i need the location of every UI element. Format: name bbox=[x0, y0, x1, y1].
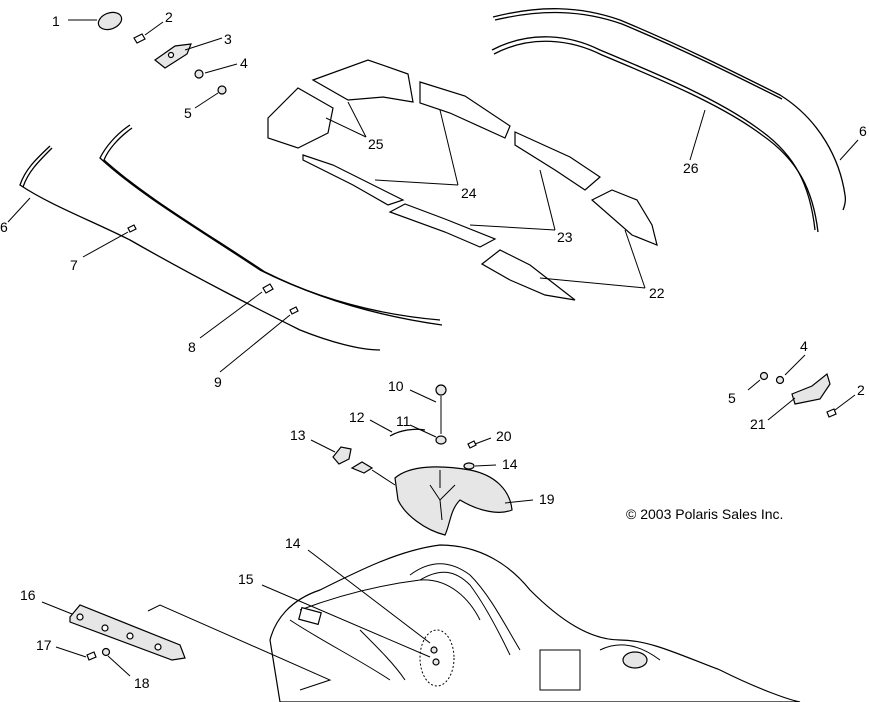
callout-26: 26 bbox=[683, 160, 699, 176]
callout-13: 13 bbox=[290, 427, 306, 443]
callout-12: 12 bbox=[349, 409, 365, 425]
trim-strip-left-outer bbox=[19, 145, 381, 351]
washer-18 bbox=[101, 647, 111, 657]
grommet-11 bbox=[435, 435, 447, 445]
callout-2: 2 bbox=[165, 9, 173, 25]
callout-6-right: 6 bbox=[859, 123, 867, 139]
nut-10 bbox=[435, 384, 447, 396]
latch-13 bbox=[332, 446, 374, 474]
callout-6-left: 6 bbox=[0, 219, 8, 235]
callout-3: 3 bbox=[224, 31, 232, 47]
callout-7: 7 bbox=[70, 257, 78, 273]
decal-panels bbox=[267, 59, 658, 301]
callout-11: 11 bbox=[396, 413, 411, 429]
callout-25: 25 bbox=[368, 136, 384, 152]
callout-9: 9 bbox=[214, 374, 222, 390]
screw-8 bbox=[262, 283, 274, 294]
screw-7 bbox=[127, 224, 137, 233]
callout-17: 17 bbox=[36, 637, 52, 653]
callout-20: 20 bbox=[496, 428, 512, 444]
washer-part bbox=[217, 85, 227, 95]
callout-15: 15 bbox=[238, 571, 254, 587]
trim-strip-right-inner bbox=[491, 36, 819, 233]
callout-24: 24 bbox=[461, 185, 477, 201]
nut-part bbox=[194, 69, 204, 79]
callout-4: 4 bbox=[240, 55, 248, 71]
washer-14 bbox=[463, 462, 475, 470]
callout-23: 23 bbox=[557, 229, 573, 245]
screw-right bbox=[826, 408, 837, 418]
hose-12 bbox=[389, 428, 426, 437]
callout-5-right: 5 bbox=[728, 390, 736, 406]
callout-8: 8 bbox=[188, 339, 196, 355]
callout-4-right: 4 bbox=[800, 338, 808, 354]
leader-lines bbox=[7, 19, 859, 691]
callout-10: 10 bbox=[388, 378, 404, 394]
copyright-notice: © 2003 Polaris Sales Inc. bbox=[626, 506, 783, 522]
callout-22: 22 bbox=[649, 285, 665, 301]
callout-14-top: 14 bbox=[502, 456, 518, 472]
callout-16: 16 bbox=[20, 587, 36, 603]
trim-strip-left-inner bbox=[99, 124, 443, 326]
bracket-21 bbox=[791, 372, 831, 405]
callout-21: 21 bbox=[750, 416, 766, 432]
screw-20 bbox=[467, 440, 477, 449]
callout-18: 18 bbox=[134, 675, 150, 691]
callout-labels: 1 2 3 4 5 6 6 7 8 9 10 11 12 13 14 14 15… bbox=[0, 9, 867, 691]
callout-1: 1 bbox=[52, 13, 60, 29]
bracket-part bbox=[153, 43, 192, 69]
nut-15 bbox=[432, 658, 440, 666]
rail-16 bbox=[69, 604, 186, 661]
washer-14b bbox=[430, 646, 438, 654]
nut-right bbox=[775, 375, 785, 385]
grab-handle-19 bbox=[394, 466, 513, 536]
detail-circle bbox=[419, 629, 455, 687]
washer-right bbox=[759, 371, 769, 381]
screw-part bbox=[133, 33, 146, 44]
callout-2-right: 2 bbox=[857, 382, 865, 398]
callout-14-bottom: 14 bbox=[285, 535, 301, 551]
callout-5: 5 bbox=[184, 105, 192, 121]
screw-17 bbox=[86, 651, 97, 661]
screw-9 bbox=[289, 306, 299, 315]
emblem-part bbox=[97, 11, 123, 31]
callout-19: 19 bbox=[539, 491, 555, 507]
trim-strip-right-outer bbox=[492, 8, 847, 211]
body-assembly bbox=[269, 544, 801, 702]
